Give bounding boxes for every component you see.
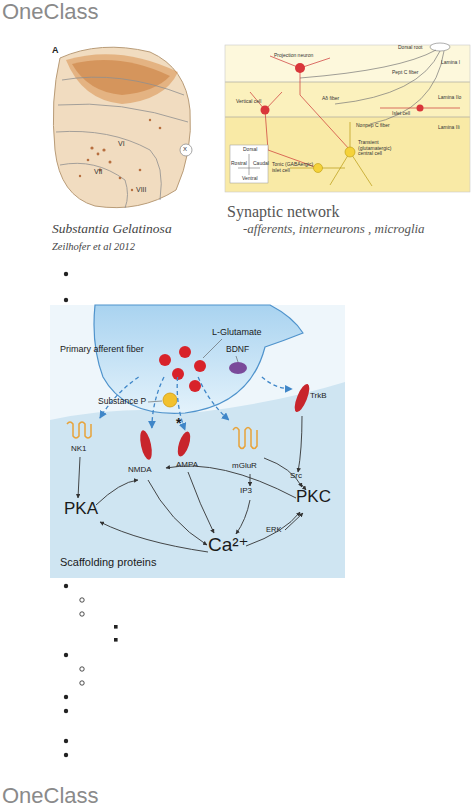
release-arrow — [262, 377, 292, 389]
lamina-label: Lamina IIo — [438, 95, 461, 101]
synaptic-network-figure — [225, 43, 470, 192]
compass-label: Dorsal — [243, 147, 257, 153]
nk1-receptor: NK1 — [62, 418, 102, 456]
nmda-receptor: NMDA — [128, 428, 164, 478]
receptor-channel — [128, 428, 164, 464]
watermark-logo: OneClass — [2, 0, 99, 24]
cell-label: Islet cell — [392, 111, 410, 117]
messenger-label: IP3 — [240, 487, 252, 496]
lamina-numeral: X — [183, 146, 187, 153]
receptor-7tm — [228, 420, 268, 456]
molecule-label: L-Glutamate — [212, 328, 262, 338]
trkb-receptor: TrkB — [292, 380, 336, 416]
signalling-arrows — [78, 416, 306, 552]
kinase-label: Src — [290, 472, 302, 481]
node-label: AMPA — [176, 461, 198, 470]
scaffold-label: Scaffolding proteins — [60, 556, 156, 568]
receptor-channel — [292, 380, 312, 416]
cell-label: Projection neuron — [274, 53, 313, 59]
release-arrow — [177, 377, 185, 430]
figure-caption: Substantia Gelatinosa — [52, 222, 172, 237]
node-label: Primary afferent fiber — [60, 345, 144, 355]
receptor-channel — [170, 430, 206, 460]
molecule-label: BDNF — [226, 345, 249, 354]
kinase-label: PKA — [64, 500, 98, 519]
kinase-label: PKC — [296, 488, 331, 507]
lamina-label: Lamina I — [441, 60, 460, 66]
compass-label: Caudal — [253, 161, 269, 167]
node-label: mGluR — [232, 462, 257, 471]
lamina-numeral: VI — [118, 140, 125, 148]
node-label: TrkB — [310, 392, 327, 401]
figure-caption: -afferents, interneurons , microglia — [243, 222, 425, 236]
release-arrow — [100, 377, 139, 418]
panel-letter: A — [52, 46, 59, 56]
receptor-7tm — [62, 418, 102, 444]
lamina-numeral: VIII — [136, 186, 147, 194]
vesicles — [148, 339, 247, 407]
molecule-label: Substance P — [98, 397, 146, 406]
fiber-label: Pept C fiber — [392, 70, 418, 76]
node-label: NK1 — [71, 445, 87, 454]
kinase-label: ERK — [266, 526, 281, 534]
release-arrow — [152, 377, 164, 428]
spinal-cord-section — [53, 47, 192, 208]
asterisk-mark: * — [176, 416, 181, 431]
terminal-outline — [55, 305, 305, 417]
watermark-logo: OneClass — [2, 784, 99, 808]
ion-label: Ca²⁺ — [208, 535, 249, 556]
fiber-label: Aδ fiber — [322, 96, 339, 102]
structure-label: Dorsal root — [398, 45, 422, 51]
mglur-receptor: mGluR — [228, 420, 268, 474]
lamina-numeral: VII — [94, 168, 103, 176]
cell-label: Tonic (GABAergic) islet cell — [272, 162, 314, 173]
cell-label: Transient (glutamatergic) central cell — [358, 140, 400, 157]
compass-label: Ventral — [242, 176, 258, 182]
node-label: NMDA — [128, 466, 152, 475]
compass-label: Rostral — [231, 161, 247, 167]
ampa-receptor: AMPA — [170, 430, 206, 472]
lamina-label: Lamina IIi — [438, 125, 460, 131]
cell-label: Vertical cell — [236, 99, 261, 105]
afferent-terminal: Primary afferent fiber — [55, 305, 290, 377]
fiber-label: Nonpep C fiber — [356, 123, 390, 129]
figure-caption: Synaptic network — [227, 203, 339, 221]
figure-citation: Zeilhofer et al 2012 — [52, 241, 135, 253]
release-arrow — [198, 377, 229, 420]
signalling-background — [50, 305, 345, 578]
